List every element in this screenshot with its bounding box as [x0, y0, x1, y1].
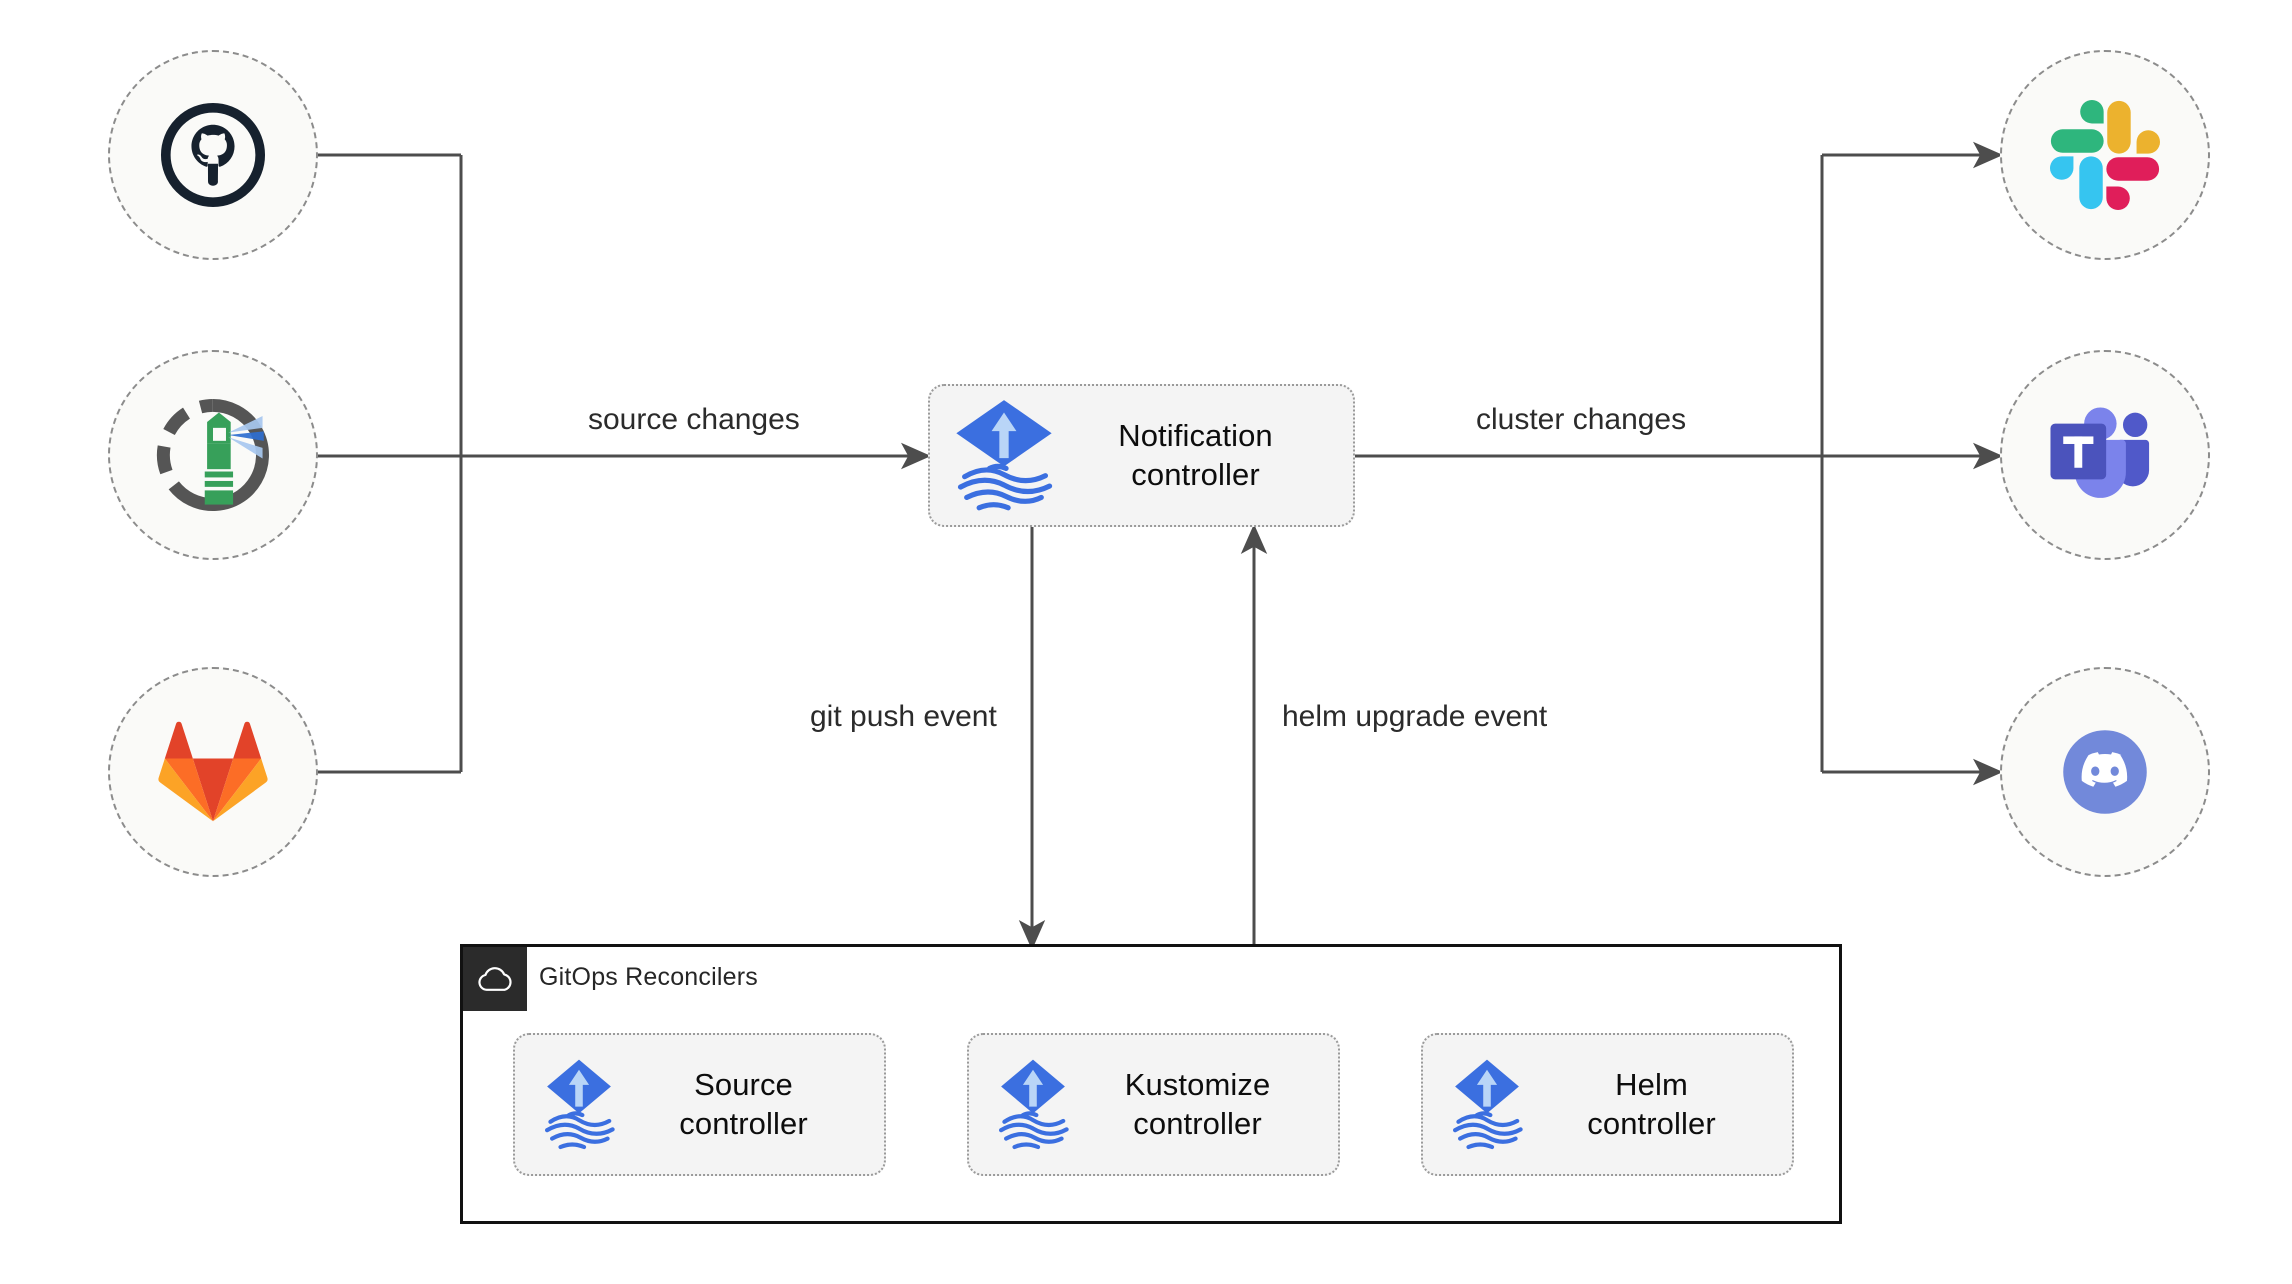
source-node-gitlab[interactable] — [108, 667, 318, 877]
lighthouse-icon — [156, 398, 269, 512]
microsoft-teams-icon — [2050, 407, 2150, 498]
source-node-gitea[interactable] — [108, 350, 318, 560]
kustomize-controller-label: Kustomize controller — [1124, 1066, 1271, 1141]
provider-node-slack[interactable] — [2000, 50, 2210, 260]
gitops-reconcilers-title: GitOps Reconcilers — [539, 963, 758, 991]
helm-controller-label: Helm controller — [1587, 1066, 1716, 1141]
edge-source-changes — [214, 153, 931, 774]
flux-logo-icon — [544, 1059, 615, 1149]
edge-label-helm-upgrade-event: helm upgrade event — [1272, 702, 1558, 732]
source-node-github[interactable] — [108, 50, 318, 260]
notification-controller-label: Notification controller — [1118, 417, 1273, 492]
flux-logo-icon — [956, 399, 1053, 510]
edge-label-cluster-changes: cluster changes — [1466, 405, 1697, 435]
slack-icon — [2050, 100, 2160, 210]
notification-controller-box[interactable]: Notification controller — [928, 384, 1355, 527]
cloud-icon — [478, 967, 512, 991]
gitops-reconcilers-tab — [463, 947, 527, 1011]
flux-logo-icon — [998, 1059, 1069, 1149]
github-icon — [160, 102, 266, 208]
provider-node-teams[interactable] — [2000, 350, 2210, 560]
edge-label-git-push-event: git push event — [800, 702, 1007, 732]
edge-label-source-changes: source changes — [578, 405, 810, 435]
helm-controller-box[interactable]: Helm controller — [1421, 1033, 1794, 1176]
source-controller-box[interactable]: Source controller — [513, 1033, 886, 1176]
source-controller-label: Source controller — [679, 1066, 808, 1141]
discord-icon — [2063, 730, 2147, 814]
flux-logo-icon — [1452, 1059, 1523, 1149]
provider-node-discord[interactable] — [2000, 667, 2210, 877]
kustomize-controller-box[interactable]: Kustomize controller — [967, 1033, 1340, 1176]
gitlab-fox-icon — [158, 721, 268, 822]
edge-cluster-changes — [1355, 141, 2003, 786]
